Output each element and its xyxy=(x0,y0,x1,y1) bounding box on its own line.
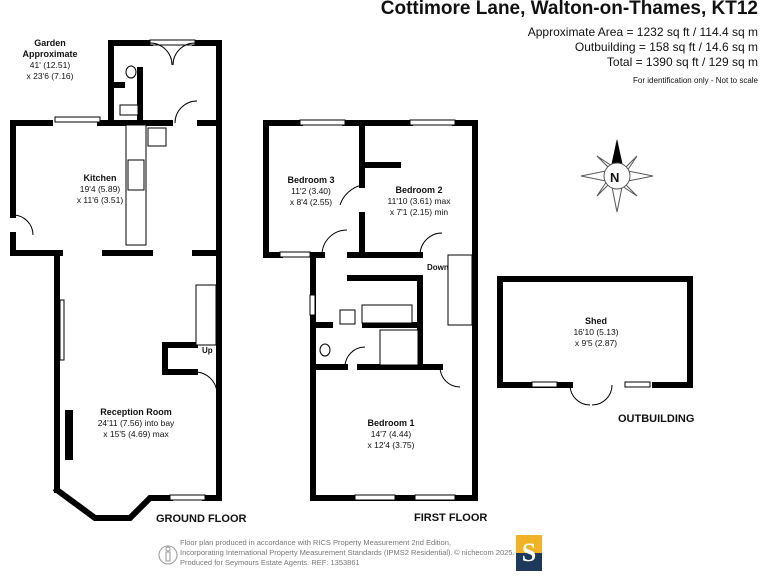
ground-floor-walls xyxy=(10,40,222,521)
bedroom-3-label: Bedroom 3 11'2 (3.40) x 8'4 (2.55) xyxy=(287,175,335,207)
outbuilding-label: OUTBUILDING xyxy=(618,413,695,425)
total-area: Total = 1390 sq ft / 129 sq m xyxy=(606,55,758,69)
garden-label: Garden Approximate 41' (12.51) x 23'6 (7… xyxy=(22,38,78,81)
property-title: Cottimore Lane, Walton-on-Thames, KT12 xyxy=(380,0,758,19)
ground-floor-fixtures xyxy=(12,39,218,501)
area-summary: Approximate Area = 1232 sq ft / 114.4 sq… xyxy=(528,25,758,88)
reception-room-label: Reception Room 24'11 (7.56) into bay x 1… xyxy=(97,407,175,439)
footer-disclaimer: Floor plan produced in accordance with R… xyxy=(180,538,453,567)
scale-note: For identification only - Not to scale xyxy=(633,76,758,85)
compass-north-label: N xyxy=(610,170,620,185)
bedroom-1-label: Bedroom 1 14'7 (4.44) x 12'4 (3.75) xyxy=(367,418,415,450)
outbuilding-area: Outbuilding = 158 sq ft / 14.6 sq m xyxy=(574,40,758,54)
person-icon xyxy=(158,545,178,565)
shed-fixtures xyxy=(531,381,651,406)
stairs-up-label: Up xyxy=(202,346,213,355)
compass-rose xyxy=(580,139,654,213)
shed-label: Shed 16'10 (5.13) x 9'5 (2.87) xyxy=(573,316,619,348)
agent-logo: S xyxy=(516,535,542,571)
bedroom-2-label: Bedroom 2 11'10 (3.61) max x 7'1 (2.15) … xyxy=(387,185,451,217)
copyright: © nichecom 2025. xyxy=(454,548,515,557)
ground-floor-label: GROUND FLOOR xyxy=(156,513,247,525)
shed-walls xyxy=(497,276,693,388)
stairs-down-label: Down xyxy=(427,263,449,272)
chimney-breast xyxy=(65,410,73,460)
kitchen-label: Kitchen 19'4 (5.89) x 11'6 (3.51) xyxy=(76,173,124,205)
first-floor-label: FIRST FLOOR xyxy=(414,512,488,524)
first-floor-fixtures xyxy=(279,119,473,501)
approx-area: Approximate Area = 1232 sq ft / 114.4 sq… xyxy=(527,25,758,39)
